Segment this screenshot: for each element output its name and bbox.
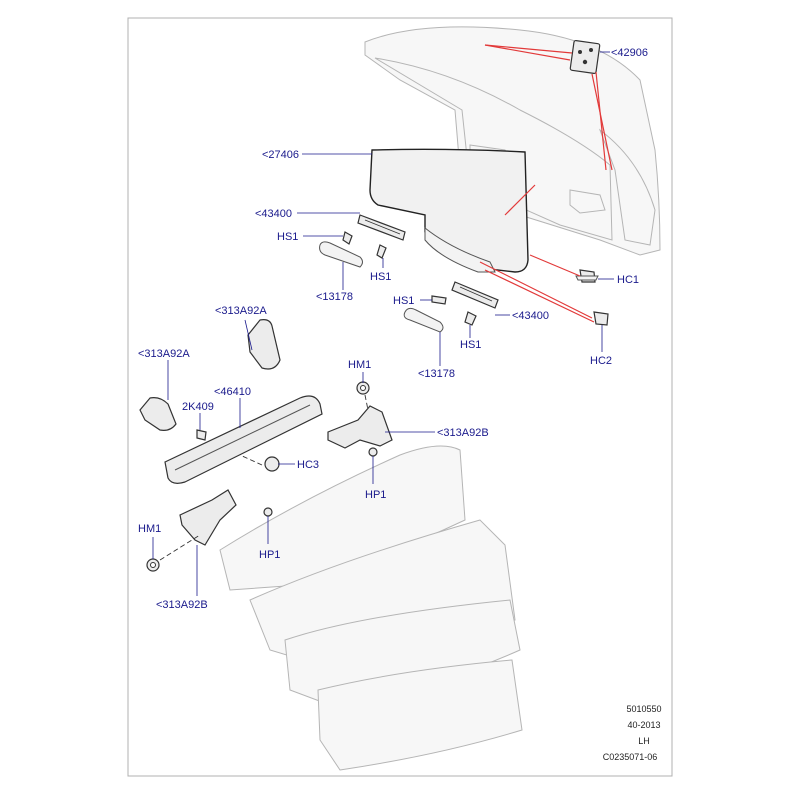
callout-hm1-lower: HM1 xyxy=(138,523,161,535)
callout-hc3: HC3 xyxy=(297,459,319,471)
cap-hc3 xyxy=(264,456,280,472)
diagram-side: LH xyxy=(638,736,650,746)
clip-hc2 xyxy=(593,311,609,326)
callout-hs1-lower-right: HS1 xyxy=(460,339,481,351)
callout-43400-lower: <43400 xyxy=(512,310,549,322)
callout-13178-lower: <13178 xyxy=(418,368,455,380)
clip-42906 xyxy=(569,39,601,75)
callout-hc1: HC1 xyxy=(617,274,639,286)
diagram-reference: C0235071-06 xyxy=(603,752,658,762)
callout-hs1-upper-right: HS1 xyxy=(370,271,391,283)
trim-panel-edge xyxy=(174,404,311,471)
rear-glass-lower-strip xyxy=(424,226,496,273)
spacer-13178-upper xyxy=(319,241,363,268)
bracket-313a92b-upper xyxy=(327,405,393,449)
lower-tailgate-assembly xyxy=(219,445,523,771)
callout-hp1-left: HP1 xyxy=(259,549,280,561)
diagram-frame xyxy=(127,17,673,777)
rear-glass-27406 xyxy=(369,148,529,273)
callout-leaders xyxy=(152,51,614,596)
red-leader-lines xyxy=(479,44,613,323)
callout-hs1-upper-left: HS1 xyxy=(277,231,298,243)
callout-313a92a-lower: <313A92A xyxy=(138,348,190,360)
grommet-hm1-upper xyxy=(356,381,370,395)
clip-hc1 xyxy=(575,269,599,283)
callout-46410: <46410 xyxy=(214,386,251,398)
hinge-43400-upper xyxy=(342,214,406,259)
callout-13178-upper: <13178 xyxy=(316,291,353,303)
callout-313a92a-upper: <313A92A xyxy=(215,305,267,317)
bracket-313a92b-lower xyxy=(179,489,237,546)
trim-313a92a-upper xyxy=(247,319,281,370)
callout-2k409: 2K409 xyxy=(182,401,214,413)
callout-42906: <42906 xyxy=(611,47,648,59)
upper-tailgate-assembly xyxy=(364,26,661,256)
diagram-date: 40-2013 xyxy=(627,720,660,730)
spacer-13178-lower xyxy=(403,307,444,333)
callout-hs1-lower-left: HS1 xyxy=(393,295,414,307)
fastener-2k409 xyxy=(196,429,207,441)
callout-27406: <27406 xyxy=(262,149,299,161)
callout-hc2: HC2 xyxy=(590,355,612,367)
callout-hp1-right: HP1 xyxy=(365,489,386,501)
callout-313a92b-left: <313A92B xyxy=(156,599,208,611)
callout-hm1-upper: HM1 xyxy=(348,359,371,371)
grommet-hm1-lower xyxy=(146,558,160,572)
plug-hp1-upper xyxy=(368,447,378,457)
callout-43400-upper: <43400 xyxy=(255,208,292,220)
diagram-id-number: 5010550 xyxy=(626,704,661,714)
hinge-43400-lower xyxy=(431,281,499,326)
trim-313a92a-lower xyxy=(139,397,177,431)
callout-313a92b-right: <313A92B xyxy=(437,427,489,439)
plug-hp1-lower xyxy=(263,507,273,517)
